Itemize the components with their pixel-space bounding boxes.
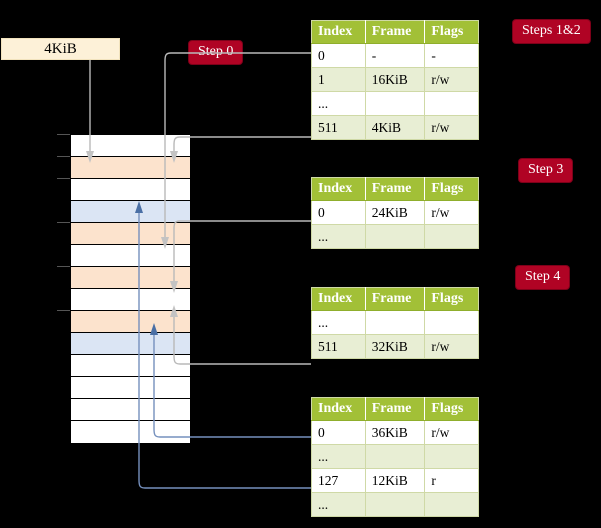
table-cell: r/w xyxy=(424,67,479,92)
table-cell: ... xyxy=(311,444,366,469)
table-cell xyxy=(424,444,479,469)
memory-block-row xyxy=(71,135,190,157)
memory-block-row xyxy=(71,267,190,289)
column-header-frame: Frame xyxy=(365,177,426,201)
memory-tick xyxy=(57,222,71,223)
column-header-index: Index xyxy=(311,20,366,44)
table-cell xyxy=(424,91,479,116)
column-header-frame: Frame xyxy=(365,287,426,311)
column-header-index: Index xyxy=(311,177,366,201)
table-cell: r/w xyxy=(424,200,479,225)
table-cell: 4KiB xyxy=(365,115,426,140)
badge-step-0: Step 0 xyxy=(189,41,243,64)
column-header-index: Index xyxy=(311,287,366,311)
table-cell: ... xyxy=(311,91,366,116)
table-cell: 0 xyxy=(311,200,366,225)
table-cell: 12KiB xyxy=(365,468,426,493)
column-header-flags: Flags xyxy=(424,287,479,311)
table-cell: 24KiB xyxy=(365,200,426,225)
link-table2-to-memory xyxy=(173,220,311,282)
table-cell: 511 xyxy=(311,115,366,140)
memory-block-row xyxy=(71,333,190,355)
memory-block-row xyxy=(71,201,190,223)
table-cell: ... xyxy=(311,310,366,335)
memory-block-row xyxy=(71,421,190,443)
memory-block-row xyxy=(71,289,190,311)
table-cell: 1 xyxy=(311,67,366,92)
table-row: ... xyxy=(311,492,479,517)
link-table3-to-memory xyxy=(173,316,311,365)
table-cell: r/w xyxy=(424,420,479,445)
size-box: 4KiB xyxy=(1,38,120,60)
badge-steps-1-2: Steps 1&2 xyxy=(513,20,590,43)
table-cell: 0 xyxy=(311,43,366,68)
memory-tick xyxy=(57,178,71,179)
badge-step-4: Step 4 xyxy=(516,266,570,289)
table-cell xyxy=(365,444,426,469)
table-cell: r/w xyxy=(424,334,479,359)
table-cell: - xyxy=(365,43,426,68)
table-cell: 32KiB xyxy=(365,334,426,359)
column-header-flags: Flags xyxy=(424,20,479,44)
table-cell xyxy=(365,224,426,249)
size-box-label: 4KiB xyxy=(44,40,77,57)
table-cell: ... xyxy=(311,224,366,249)
memory-tick xyxy=(57,134,71,135)
column-header-flags: Flags xyxy=(424,177,479,201)
memory-block-row xyxy=(71,179,190,201)
table-cell: 36KiB xyxy=(365,420,426,445)
table-cell: ... xyxy=(311,492,366,517)
memory-block-row xyxy=(71,245,190,267)
table-cell xyxy=(424,492,479,517)
badge-step-3: Step 3 xyxy=(519,159,573,182)
memory-block-row xyxy=(71,311,190,333)
memory-block-row xyxy=(71,157,190,179)
memory-block-column xyxy=(70,134,191,444)
memory-block-row xyxy=(71,399,190,421)
table-cell: 0 xyxy=(311,420,366,445)
table-cell: 511 xyxy=(311,334,366,359)
table-row: ... xyxy=(311,224,479,249)
table-cell: r xyxy=(424,468,479,493)
table-cell: r/w xyxy=(424,115,479,140)
table-cell: - xyxy=(424,43,479,68)
column-header-frame: Frame xyxy=(365,20,426,44)
table-row: ... xyxy=(311,310,479,335)
column-header-index: Index xyxy=(311,397,366,421)
table-cell xyxy=(365,310,426,335)
table-cell: 127 xyxy=(311,468,366,493)
table-cell xyxy=(365,91,426,116)
table-cell xyxy=(365,492,426,517)
memory-tick xyxy=(57,266,71,267)
table-row: 0-- xyxy=(311,43,479,68)
memory-block-row xyxy=(71,355,190,377)
link-memory-to-table1 xyxy=(173,136,311,152)
memory-tick xyxy=(57,310,71,311)
table-row: ... xyxy=(311,91,479,116)
column-header-frame: Frame xyxy=(365,397,426,421)
table-cell xyxy=(424,310,479,335)
memory-tick xyxy=(57,156,71,157)
memory-block-row xyxy=(71,377,190,399)
memory-block-row xyxy=(71,223,190,245)
column-header-flags: Flags xyxy=(424,397,479,421)
table-cell: 16KiB xyxy=(365,67,426,92)
table-row: ... xyxy=(311,444,479,469)
table-cell xyxy=(424,224,479,249)
